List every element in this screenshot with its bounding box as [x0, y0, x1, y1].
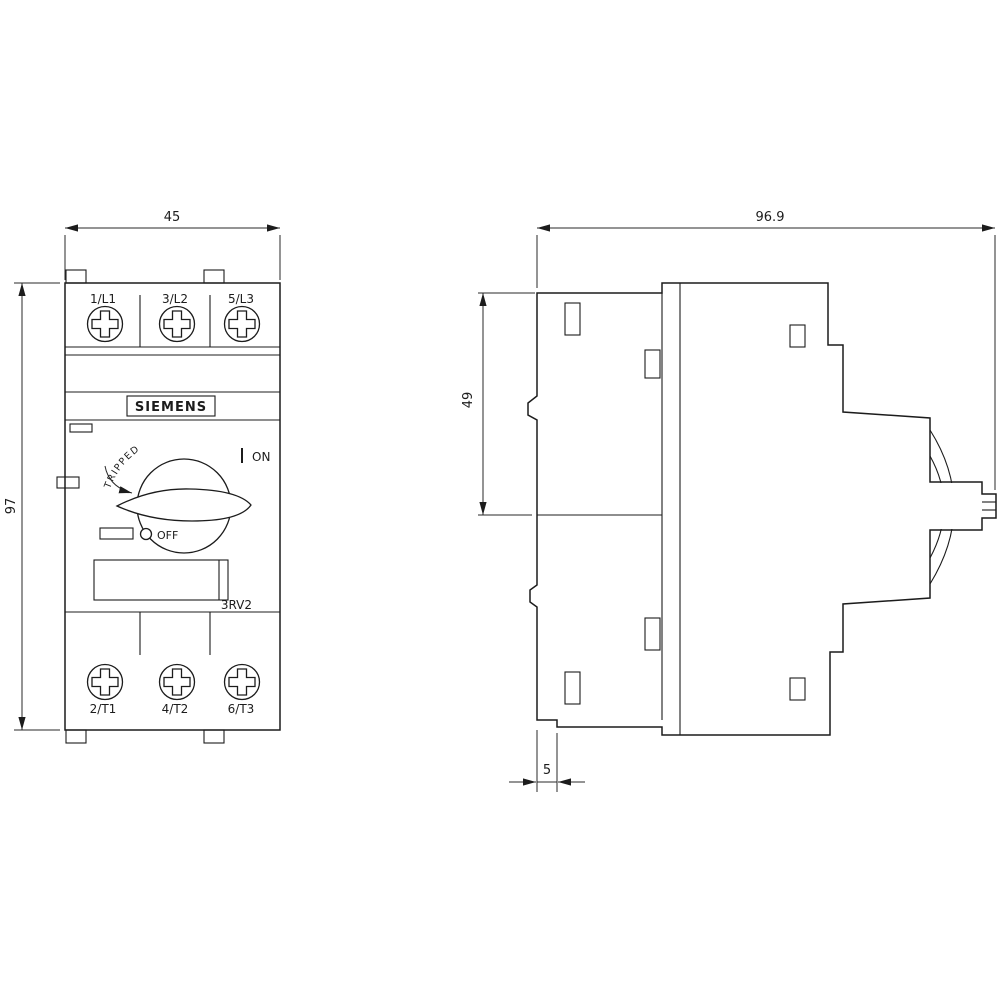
- off-position-mark: [139, 527, 153, 541]
- shaft-cover: [931, 483, 981, 529]
- terminal-label-1L1: 1/L1: [90, 292, 116, 306]
- terminal-label-5L3: 5/L3: [228, 292, 254, 306]
- tripped-arrow: [104, 465, 133, 494]
- dim-96-9-label: 96.9: [756, 210, 785, 225]
- dimension-front-height: 97: [4, 282, 60, 731]
- vent-slot: [789, 677, 806, 701]
- vent-slot: [644, 617, 661, 651]
- brand-text: SIEMENS: [135, 400, 207, 415]
- mounting-tab-bottom-right: [203, 729, 225, 744]
- terminal-label-3L2: 3/L2: [162, 292, 188, 306]
- vent-slot: [789, 324, 806, 348]
- off-label: OFF: [157, 529, 178, 542]
- dim-5-label: 5: [543, 763, 551, 778]
- knob-handle: [115, 488, 252, 522]
- terminal-screw: [86, 663, 124, 701]
- front-view: 1/L1 3/L2 5/L3 SIEMENS TRIPPED: [56, 269, 281, 744]
- model-label: 3RV2: [221, 598, 252, 612]
- terminal-screw: [158, 663, 196, 701]
- breaker-body-outline: [64, 282, 281, 731]
- dimension-clip-offset: 5: [509, 730, 585, 792]
- vent-slot: [564, 302, 581, 336]
- terminal-label-6T3: 6/T3: [228, 702, 255, 716]
- terminal-label-4T2: 4/T2: [162, 702, 189, 716]
- dimension-side-height: 49: [461, 292, 535, 516]
- brand-plate: [126, 395, 216, 417]
- rating-plate: [93, 559, 229, 601]
- dim-49-label: 49: [461, 392, 476, 409]
- terminal-screw: [158, 305, 196, 343]
- side-profile-outline: [527, 282, 997, 736]
- tripped-label: TRIPPED: [102, 443, 142, 491]
- terminal-screw: [223, 663, 261, 701]
- dimension-side-depth: 96.9: [536, 210, 996, 490]
- vent-slot: [644, 349, 661, 379]
- terminal-label-2T1: 2/T1: [90, 702, 117, 716]
- dim-45-label: 45: [164, 210, 181, 225]
- on-label: ON: [252, 450, 270, 464]
- dimension-front-width: 45: [64, 210, 281, 280]
- indicator-window: [69, 423, 93, 433]
- vent-slot: [564, 671, 581, 705]
- mounting-tab-bottom-left: [65, 729, 87, 744]
- terminal-screw: [86, 305, 124, 343]
- mounting-tab-top-right: [203, 269, 225, 284]
- side-view: [527, 282, 997, 736]
- dim-97-label: 97: [4, 498, 19, 515]
- mounting-tab-top-left: [65, 269, 87, 284]
- indicator-window: [99, 527, 134, 540]
- terminal-screw: [223, 305, 261, 343]
- indicator-window: [56, 476, 80, 489]
